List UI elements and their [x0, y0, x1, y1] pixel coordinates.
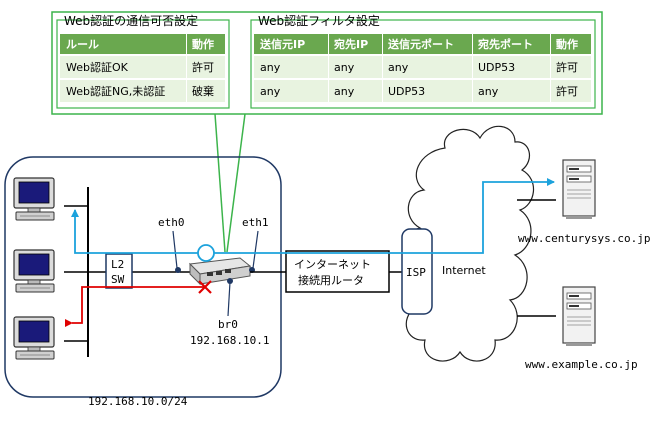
l2-switch-label-2: SW	[111, 273, 125, 286]
auth-row2-action: 破棄	[192, 84, 214, 98]
allowed-dns-flow	[71, 178, 555, 254]
auth-row1-rule: Web認証OK	[66, 60, 129, 74]
callout-leader-right	[226, 113, 246, 253]
lan-frame	[4, 156, 282, 398]
filter-row1-dst-ip: any	[334, 61, 355, 74]
pc2-icon	[13, 249, 55, 293]
filter-header-dst-port: 宛先ポート	[477, 37, 533, 51]
auth-row1-action: 許可	[192, 61, 214, 74]
l2-switch-label-1: L2	[111, 258, 124, 271]
server1-icon	[562, 159, 596, 220]
br0-leader	[227, 281, 231, 317]
br0-port-dot	[227, 278, 233, 284]
server1-label: www.centurysys.co.jp	[518, 232, 650, 245]
filter-row2-src-ip: any	[260, 85, 281, 98]
auth-row2-rule: Web認証NG,未認証	[66, 84, 165, 98]
filter-row2-dst-port: any	[478, 85, 499, 98]
filter-row2-action: 許可	[556, 85, 578, 98]
eth0-leader	[172, 230, 178, 269]
eth0-label: eth0	[158, 216, 185, 229]
filter-row1-action: 許可	[556, 61, 578, 74]
pc3-icon	[13, 316, 55, 360]
filter-header-dst-ip: 宛先IP	[333, 37, 368, 51]
filter-row1-src-port: any	[388, 61, 409, 74]
callout-leader-left	[214, 113, 226, 253]
filter-row2-dst-ip: any	[334, 85, 355, 98]
eth1-leader	[252, 230, 259, 269]
isp-label: ISP	[406, 266, 426, 279]
internet-router	[285, 250, 390, 293]
internet-label: Internet	[442, 264, 486, 277]
eth1-label: eth1	[242, 216, 269, 229]
server2-label: www.example.co.jp	[525, 358, 638, 371]
auth-table: Web認証の通信可否設定 ルール 動作 Web認証OK 許可 Web認証NG,未…	[56, 13, 230, 109]
blocked-x-icon	[198, 280, 212, 294]
filter-header-src-port: 送信元ポート	[387, 37, 454, 51]
filter-header-action: 動作	[556, 37, 578, 51]
isp-box	[401, 228, 433, 315]
filter-check-point	[197, 244, 215, 262]
auth-table-title: Web認証の通信可否設定	[64, 13, 198, 28]
server2-icon	[562, 286, 596, 347]
filter-row1-dst-port: UDP53	[478, 61, 515, 74]
eth0-port-dot	[175, 267, 181, 273]
filter-row2-src-port: UDP53	[388, 85, 425, 98]
pc1-icon	[13, 177, 55, 221]
router-label-1: インターネット	[294, 258, 371, 271]
br0-label: br0	[218, 318, 238, 331]
filter-header-src-ip: 送信元IP	[259, 37, 305, 51]
lan-subnet-label: 192.168.10.0/24	[88, 395, 188, 408]
filter-row1-src-ip: any	[260, 61, 281, 74]
br0-ip-label: 192.168.10.1	[190, 334, 269, 347]
filter-table-title: Web認証フィルタ設定	[258, 13, 380, 28]
filter-table: Web認証フィルタ設定 送信元IP 宛先IP 送信元ポート 宛先ポート 動作 a…	[250, 13, 596, 109]
l2-switch	[105, 253, 133, 289]
blocked-flow	[65, 286, 205, 327]
gateway-device-icon	[188, 257, 252, 286]
auth-header-action: 動作	[192, 37, 214, 51]
auth-header-rule: ルール	[66, 38, 99, 51]
router-label-2: 接続用ルータ	[298, 273, 364, 287]
